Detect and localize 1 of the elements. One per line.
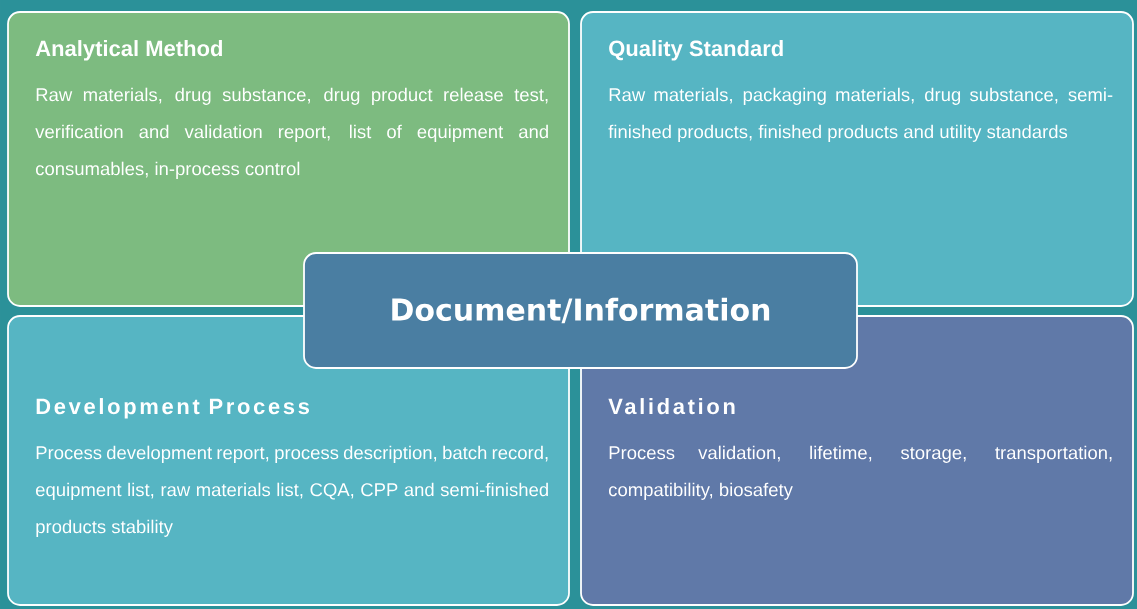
center-box: Document/Information xyxy=(303,252,858,369)
